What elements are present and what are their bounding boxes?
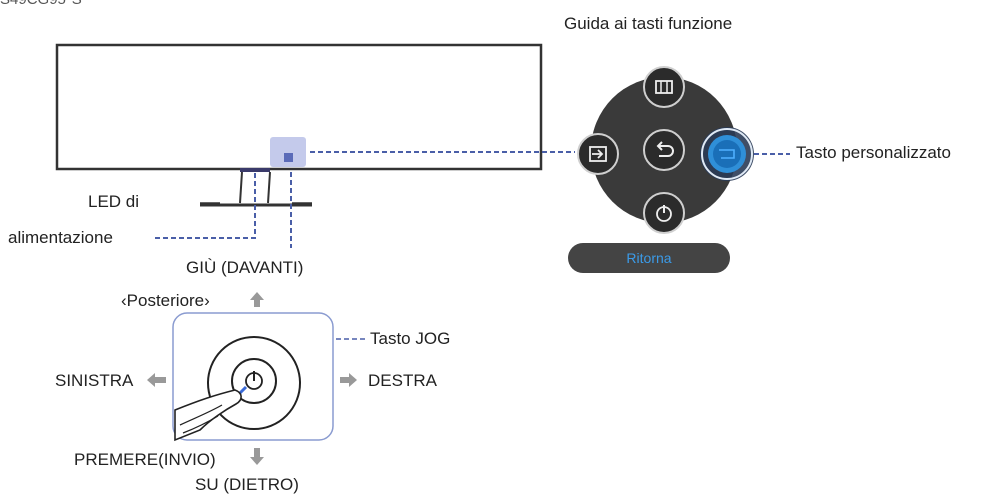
direction-left: SINISTRA: [55, 371, 134, 390]
arrow-up-icon: [250, 292, 264, 307]
arrow-down-icon: [250, 448, 264, 465]
jog-key-label: Tasto JOG: [370, 329, 451, 348]
direction-press: PREMERE(INVIO): [74, 450, 216, 469]
function-key-guide: [577, 66, 754, 234]
direction-arrows: [147, 292, 357, 465]
direction-rear: ‹Posteriore›: [121, 291, 210, 310]
custom-key-label: Tasto personalizzato: [796, 143, 951, 162]
model-label: S49CG95*S: [0, 0, 82, 8]
leader-lines: [152, 151, 790, 340]
direction-down-front: GIÙ (DAVANTI): [186, 258, 304, 277]
direction-right: DESTRA: [368, 371, 437, 390]
picture-size-icon[interactable]: [643, 66, 685, 108]
jog-highlight: [270, 137, 306, 167]
guide-title: Guida ai tasti funzione: [564, 14, 733, 33]
direction-up-back: SU (DIETRO): [195, 475, 299, 494]
arrow-right-icon: [340, 373, 357, 387]
led-label-line2: alimentazione: [8, 228, 113, 247]
arrow-left-icon: [147, 373, 166, 387]
monitor-illustration: [55, 43, 543, 207]
jog-key-closeup: [172, 312, 334, 442]
return-icon[interactable]: [643, 129, 685, 171]
led-label-line1: LED di: [88, 192, 140, 211]
return-pill: Ritorna: [568, 243, 730, 273]
